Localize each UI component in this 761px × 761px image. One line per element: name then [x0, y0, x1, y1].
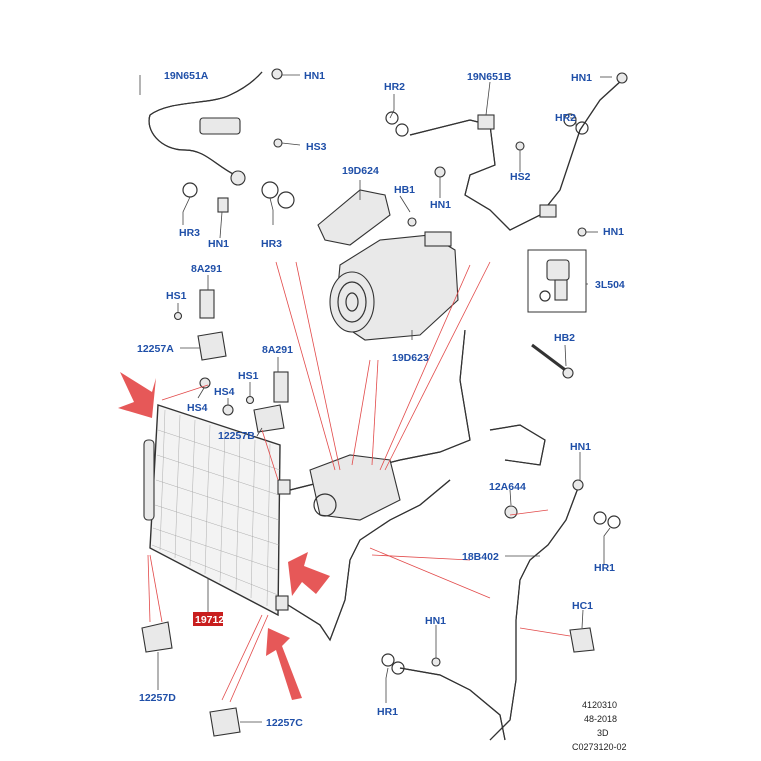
label-hn1-g: HN1 [425, 615, 446, 627]
highlight-19712: 19712 [193, 612, 224, 626]
label-hs4-b: HS4 [187, 402, 208, 414]
label-hr3-a: HR3 [179, 227, 200, 239]
pipe-assembly-center [287, 329, 546, 642]
label-hs1-b: HS1 [238, 370, 259, 382]
label-19712: 19712 [195, 614, 224, 626]
arrow-right [288, 552, 330, 596]
bracket-12257c [209, 707, 241, 737]
label-hr2-a: HR2 [384, 81, 405, 93]
label-3l504: 3L504 [595, 279, 625, 291]
label-hr2-b: HR2 [555, 112, 576, 124]
label-19n651a: 19N651A [164, 70, 209, 82]
bracket-12257b [222, 371, 289, 433]
label-hn1-a: HN1 [304, 70, 325, 82]
label-12257b: 12257B [218, 430, 255, 442]
label-hn1-c: HN1 [571, 72, 592, 84]
label-hr1-a: HR1 [594, 562, 615, 574]
label-19d624: 19D624 [342, 165, 379, 177]
label-12257d: 12257D [139, 692, 176, 704]
red-leader-lines [147, 261, 571, 703]
arrow-bottom [266, 628, 302, 700]
label-leaders [139, 74, 612, 723]
label-19n651b: 19N651B [467, 71, 512, 83]
label-19d623: 19D623 [392, 352, 429, 364]
label-hs2: HS2 [510, 171, 531, 183]
label-8a291-mid: 8A291 [262, 344, 293, 356]
label-hs3: HS3 [306, 141, 327, 153]
arrow-top-left [118, 372, 156, 418]
label-12257a: 12257A [137, 343, 174, 355]
label-hn1-e: HN1 [603, 226, 624, 238]
label-18b402: 18B402 [462, 551, 499, 563]
ref-line-1: 4120310 [582, 700, 617, 710]
pipe-18b402 [381, 479, 621, 741]
reference-block: 4120310 48-2018 3D C0273120-02 [572, 700, 627, 752]
label-hn1-b: HN1 [208, 238, 229, 250]
label-hr3-b: HR3 [261, 238, 282, 250]
label-8a291-top: 8A291 [191, 263, 222, 275]
bracket-12257d [141, 621, 173, 653]
label-hb2: HB2 [554, 332, 575, 344]
label-12257c: 12257C [266, 717, 303, 729]
bracket-12257a [173, 289, 227, 389]
bolt-hb2 [531, 343, 574, 379]
label-hn1-d: HN1 [430, 199, 451, 211]
condenser-19712 [143, 404, 291, 617]
label-12a644: 12A644 [489, 481, 526, 493]
ref-line-3: 3D [597, 728, 609, 738]
pipe-19n651b [385, 72, 628, 237]
ref-line-2: 48-2018 [584, 714, 617, 724]
ref-line-4: C0273120-02 [572, 742, 627, 752]
label-hs1-a: HS1 [166, 290, 187, 302]
red-arrows [118, 372, 330, 700]
label-hb1: HB1 [394, 184, 415, 196]
part-3l504-box [527, 249, 587, 313]
hose-19n651a [148, 68, 295, 213]
label-hs4-a: HS4 [214, 386, 235, 398]
label-hn1-f: HN1 [570, 441, 591, 453]
label-hr1-b: HR1 [377, 706, 398, 718]
compressor-19d623 [317, 189, 459, 341]
label-hc1: HC1 [572, 600, 593, 612]
